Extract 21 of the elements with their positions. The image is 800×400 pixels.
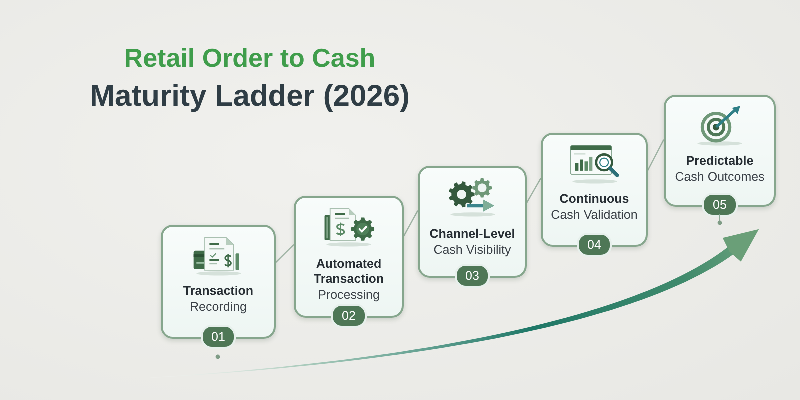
connector-line xyxy=(647,140,665,171)
connector-line xyxy=(276,244,294,264)
step-description: Cash Outcomes xyxy=(675,169,765,185)
step-number: 03 xyxy=(454,264,490,288)
step-description: Recording xyxy=(190,299,247,315)
step-heading: Channel-Level xyxy=(430,227,516,242)
step-number: 02 xyxy=(331,304,367,328)
step-description: Processing xyxy=(318,287,380,303)
step-number: 01 xyxy=(200,325,236,349)
step-number: 05 xyxy=(702,193,738,217)
step-number: 04 xyxy=(576,233,612,257)
step-heading: Transaction xyxy=(183,284,254,299)
main-heading: Maturity Ladder (2026) xyxy=(90,79,410,115)
step-heading: Continuous xyxy=(560,192,630,207)
diagram-title: Retail Order to Cash xyxy=(124,42,376,74)
step-description: Cash Visibility xyxy=(434,242,512,258)
step-heading: Automated Transaction xyxy=(312,257,386,287)
step-heading: Predictable xyxy=(686,154,754,169)
connector-line xyxy=(403,210,419,237)
step-description: Cash Validation xyxy=(551,207,638,223)
connector-line xyxy=(526,178,542,204)
